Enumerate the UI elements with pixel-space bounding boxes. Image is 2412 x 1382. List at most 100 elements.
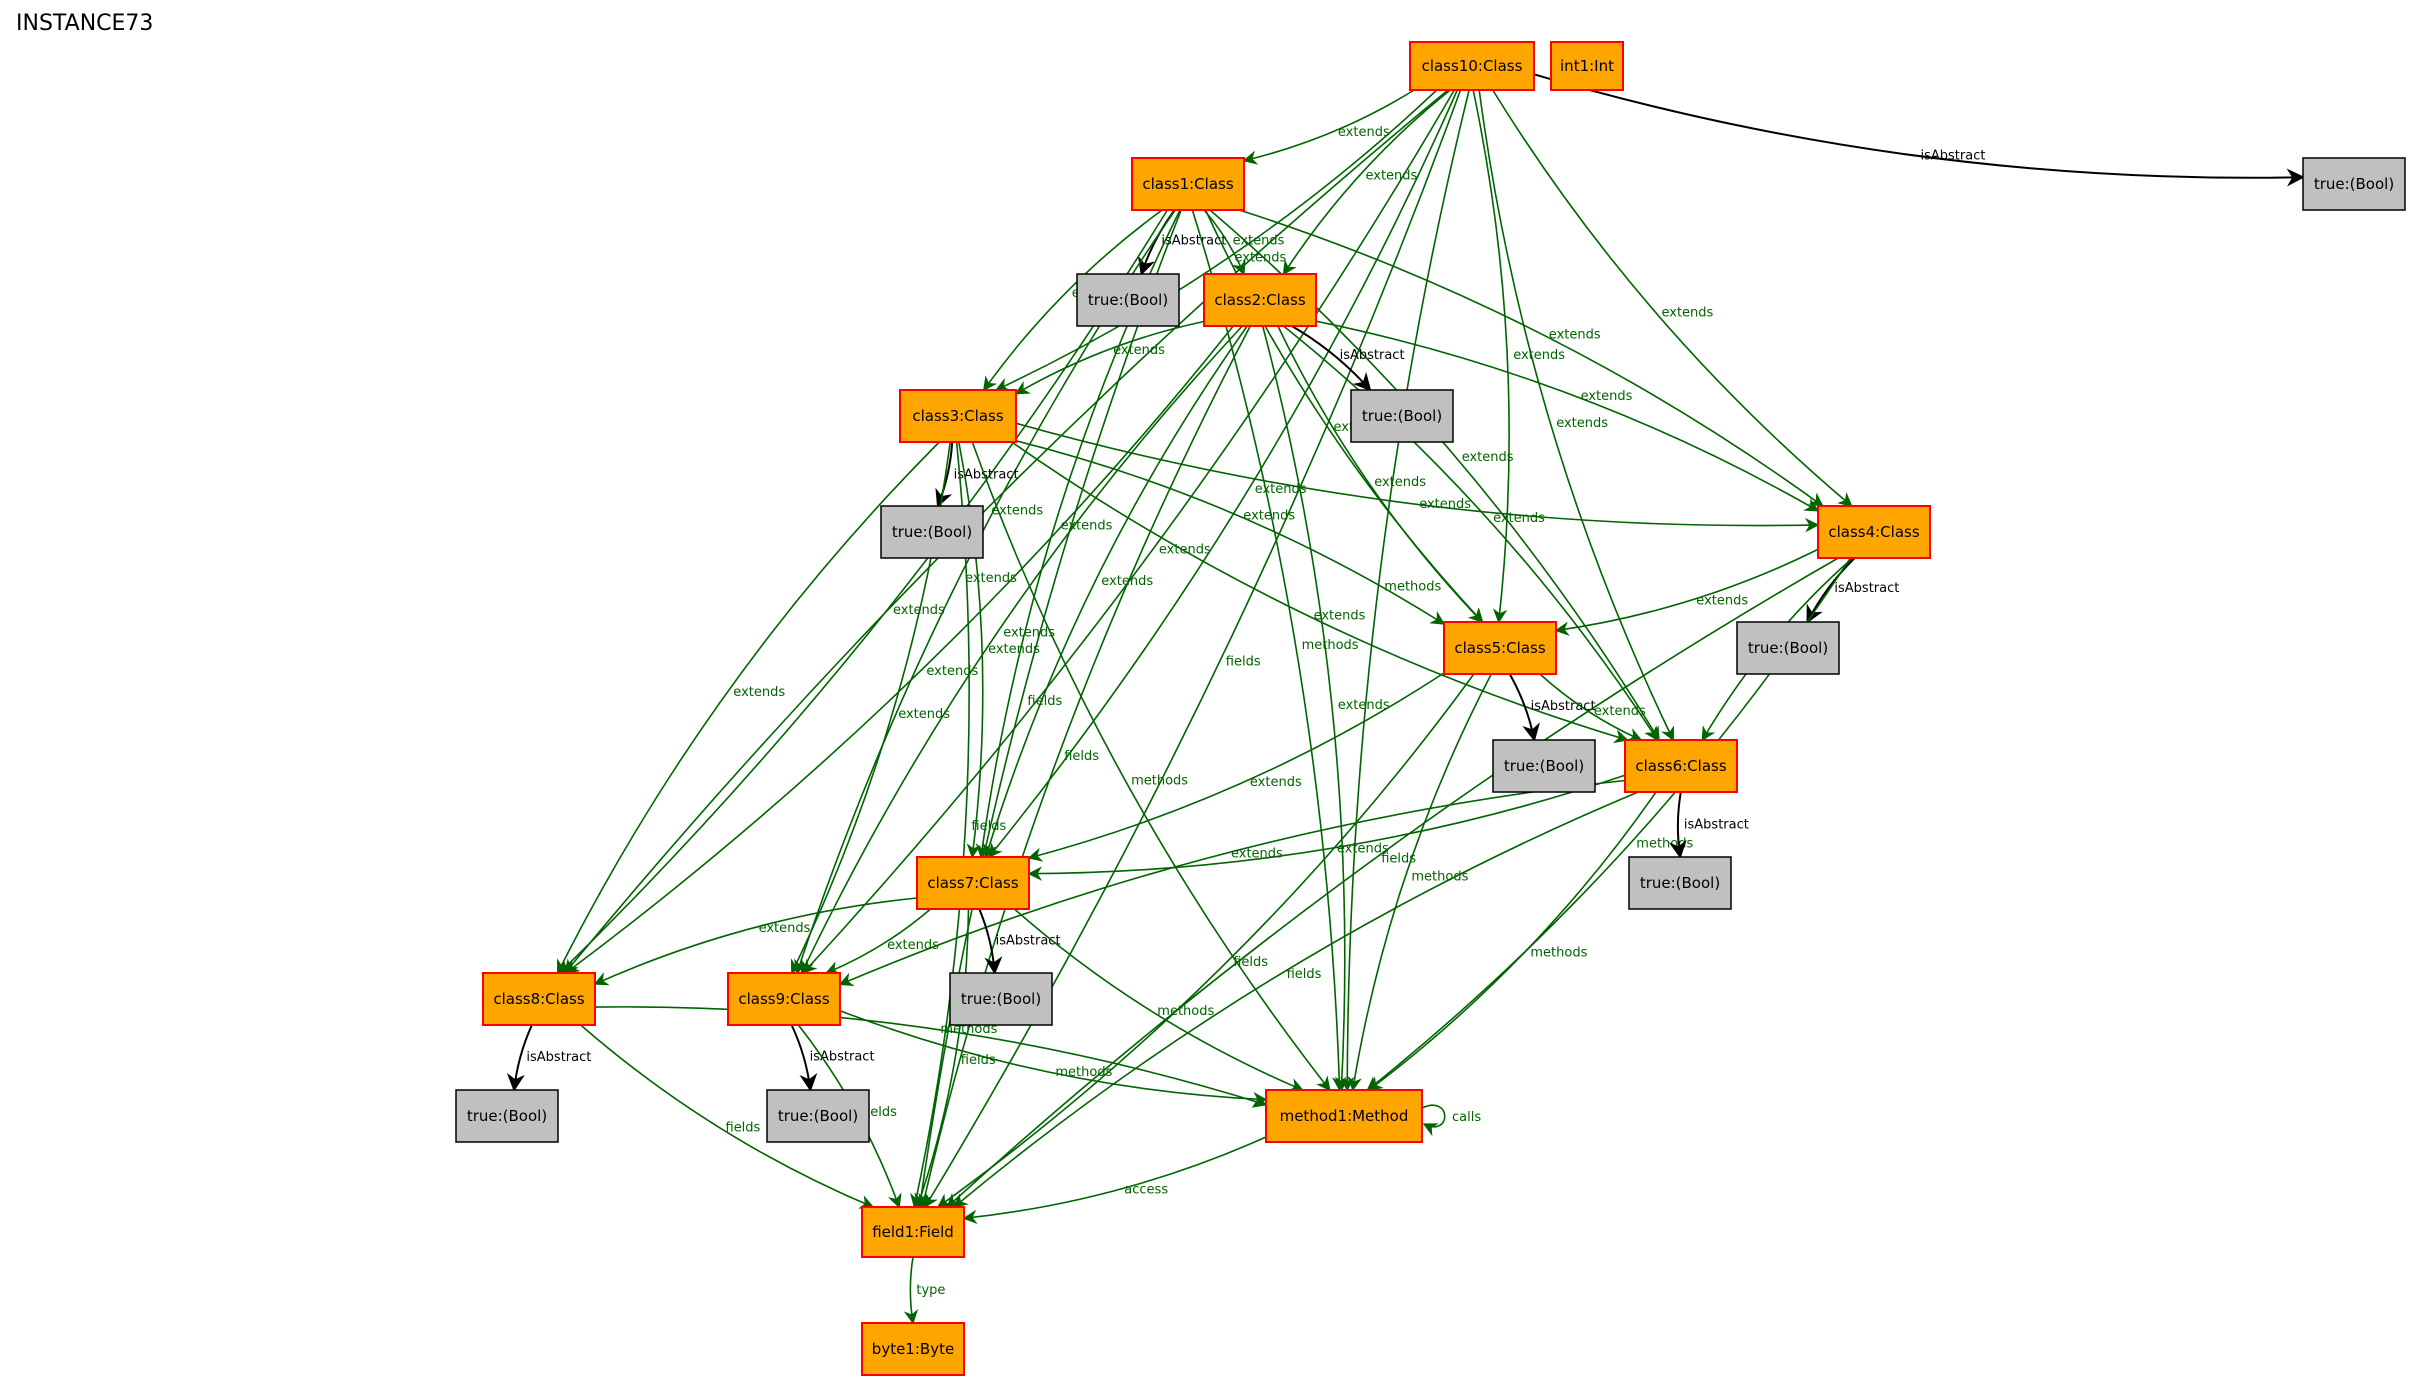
- edge-class10-class5-label: extends: [1513, 348, 1565, 363]
- edge-class2-field1-label: fields: [1064, 749, 1099, 764]
- edge-class10-class4: extends: [1492, 89, 1853, 507]
- node-b2: true:(Bool): [1350, 389, 1454, 443]
- edge-class2-class8-line: [564, 325, 1234, 974]
- node-class7-label: class7:Class: [927, 874, 1018, 892]
- node-b1: true:(Bool): [1076, 273, 1180, 327]
- edge-class3-method1: methods: [971, 441, 1331, 1092]
- edge-class5-class6-label: extends: [1594, 704, 1646, 719]
- edge-class4-method1-label: methods: [1636, 836, 1693, 851]
- node-class6-box: [1624, 739, 1738, 793]
- edge-class1-class7-label: extends: [1061, 519, 1113, 534]
- edge-class6-class9-label: extends: [1231, 847, 1283, 862]
- node-class10-box: [1409, 41, 1535, 91]
- edge-class3-b3-line: [935, 441, 954, 508]
- node-b9: true:(Bool): [766, 1089, 870, 1143]
- edge-class2-class3-line: [1014, 320, 1205, 395]
- node-class9: class9:Class: [727, 972, 841, 1026]
- edge-class2-class9-line: [800, 325, 1243, 975]
- edge-class4-b4-label: isAbstract: [1834, 581, 1899, 596]
- edge-class2-b2-label: isAbstract: [1340, 348, 1405, 363]
- node-class6: class6:Class: [1624, 739, 1738, 793]
- edge-class3-class4: extends: [1015, 422, 1820, 533]
- edge-class1-class8: extends: [558, 209, 1168, 975]
- edge-class7-field1: fields: [914, 908, 996, 1209]
- node-b3-label: true:(Bool): [892, 523, 972, 541]
- node-class10: class10:Class: [1409, 41, 1535, 91]
- edge-class10-class2-line: [1282, 89, 1451, 276]
- edge-class10-class8-label: extends: [991, 503, 1043, 518]
- node-b8: true:(Bool): [455, 1089, 559, 1143]
- edge-class3-class6-line: [1011, 441, 1629, 744]
- edge-class2-b2-line: [1291, 325, 1372, 392]
- edge-class2-method1-label: extends: [1338, 698, 1390, 713]
- edge-method1-method1: calls: [1421, 1104, 1481, 1137]
- node-b4: true:(Bool): [1736, 621, 1840, 675]
- edge-field1-byte1: type: [903, 1256, 945, 1325]
- edge-class7-class8-label: extends: [759, 921, 811, 936]
- edge-class1-method1-label: methods: [1302, 638, 1359, 653]
- edge-class1-class2-label: extends: [1233, 233, 1285, 248]
- edge-class7-field1-line: [914, 908, 970, 1209]
- edge-class1-b1-label: isAbstract: [1161, 234, 1226, 249]
- edge-class3-class5-label: extends: [1243, 508, 1295, 523]
- edge-class8-field1-line: [580, 1024, 875, 1209]
- edge-class10-class4-label: extends: [1662, 305, 1714, 320]
- edge-class6-method1: methods: [1367, 791, 1657, 1091]
- node-b7-box: [949, 972, 1053, 1026]
- node-class2-box: [1203, 273, 1317, 327]
- node-int1: int1:Int: [1550, 41, 1624, 91]
- edge-class5-field1: fields: [936, 673, 1475, 1208]
- node-int1-label: int1:Int: [1560, 57, 1614, 75]
- node-b10: true:(Bool): [2302, 157, 2406, 211]
- edge-class6-class9: extends: [838, 779, 1626, 987]
- edge-class5-b5-label: isAbstract: [1531, 699, 1596, 714]
- edge-class2-class7-line: [982, 325, 1248, 859]
- node-b6-label: true:(Bool): [1640, 874, 1720, 892]
- edge-class5-b5: isAbstract: [1508, 673, 1596, 742]
- edge-class1-class4: extends: [1239, 209, 1824, 507]
- node-byte1-box: [861, 1322, 965, 1376]
- edge-class2-class3: extends: [1014, 320, 1205, 395]
- node-b2-box: [1350, 389, 1454, 443]
- edge-class8-field1-label: fields: [726, 1121, 761, 1136]
- edge-class9-method1-label: methods: [1055, 1065, 1112, 1080]
- edge-class2-field1: fields: [918, 325, 1252, 1209]
- edge-class1-class9-label: extends: [965, 571, 1017, 586]
- edge-class3-class7-line: [958, 441, 984, 859]
- edge-class5-method1-label: methods: [1411, 870, 1468, 885]
- edge-class3-method1-line: [971, 441, 1331, 1092]
- edge-class10-class5-line: [1472, 89, 1510, 624]
- edge-class2-field1-line: [918, 325, 1252, 1209]
- edge-class7-b7: isAbstract: [978, 908, 1061, 975]
- edge-class9-method1-line: [839, 1009, 1268, 1107]
- node-class8: class8:Class: [482, 972, 596, 1026]
- node-class7-box: [916, 856, 1030, 910]
- edge-class10-class3-label: extends: [1235, 251, 1287, 266]
- edge-class10-field1-label: fields: [1226, 655, 1261, 670]
- edge-class5-method1-line: [1347, 673, 1493, 1092]
- edge-class3-b3-label: isAbstract: [954, 468, 1019, 483]
- edge-class10-class8-line: [564, 89, 1449, 975]
- edge-class5-class7-line: [1027, 672, 1445, 862]
- edge-class4-class5-line: [1554, 548, 1819, 636]
- node-b10-box: [2302, 157, 2406, 211]
- edge-class1-class4-label: extends: [1549, 328, 1601, 343]
- node-b1-box: [1076, 273, 1180, 327]
- edge-class6-class7-label: extends: [1337, 841, 1389, 856]
- edge-class4-class5-label: extends: [1696, 594, 1748, 609]
- edge-class1-class4-line: [1239, 209, 1824, 507]
- edge-class8-method1-label: methods: [940, 1022, 997, 1037]
- edge-class9-field1-label: fields: [862, 1105, 897, 1120]
- node-b9-label: true:(Bool): [778, 1107, 858, 1125]
- edge-class9-b9-label: isAbstract: [810, 1050, 875, 1065]
- node-class2: class2:Class: [1203, 273, 1317, 327]
- node-class7: class7:Class: [916, 856, 1030, 910]
- edge-method1-field1-label: access: [1124, 1183, 1168, 1198]
- node-b3: true:(Bool): [880, 505, 984, 559]
- edge-class10-class8: extends: [564, 89, 1449, 975]
- edge-class3-class8-label: extends: [733, 685, 785, 700]
- edge-class6-class7: extends: [1027, 774, 1626, 881]
- node-b4-label: true:(Bool): [1748, 639, 1828, 657]
- node-b7-label: true:(Bool): [961, 990, 1041, 1008]
- node-b6-box: [1628, 856, 1732, 910]
